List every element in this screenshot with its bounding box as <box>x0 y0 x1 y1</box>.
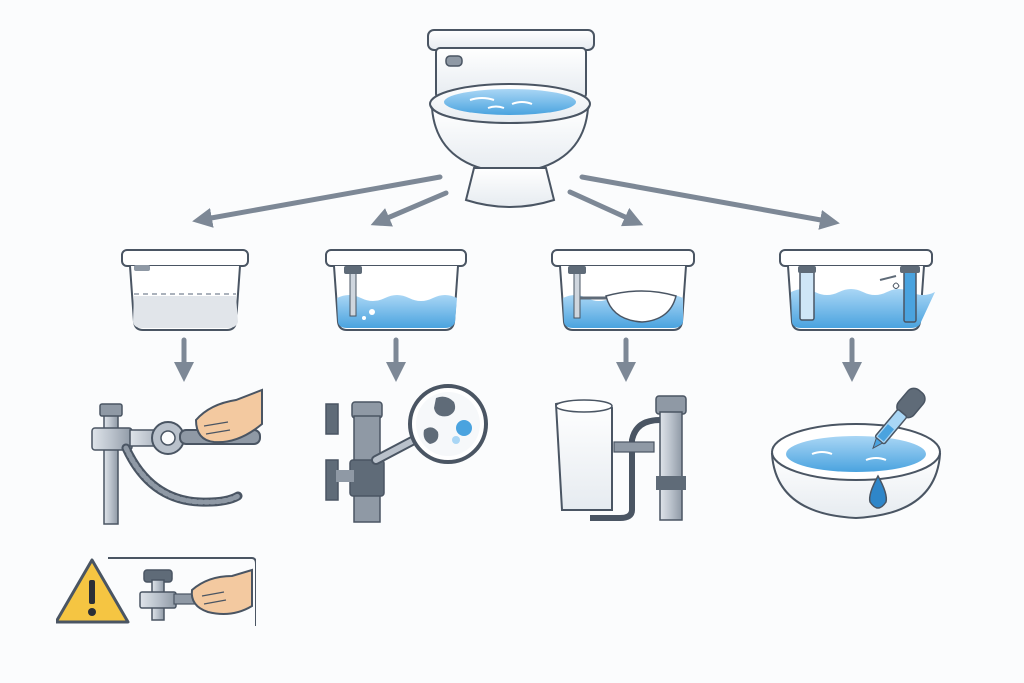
flush-handle-icon <box>445 55 463 67</box>
branch-arrow-1 <box>192 174 443 228</box>
float-ball-tank-icon <box>551 249 695 331</box>
branch-arrow-3 <box>567 189 644 227</box>
full-tank-overflow-icon <box>779 249 935 331</box>
dye-test-bowl-icon <box>770 387 942 520</box>
toilet-icon <box>427 29 595 208</box>
supply-line-pipe-icon <box>554 395 687 521</box>
empty-tank-icon <box>121 249 249 331</box>
branch-arrow-2 <box>370 190 449 227</box>
branch-arrow-4 <box>579 174 840 230</box>
down-arrows <box>174 337 862 382</box>
branch-arrows <box>192 174 840 230</box>
valve-hand-icon <box>139 568 253 621</box>
wrench-shutoff-valve-icon <box>91 388 263 525</box>
low-water-tank-icon <box>325 249 467 331</box>
magnifier-fill-valve-icon <box>325 384 488 523</box>
warning-inset <box>56 557 256 626</box>
warning-icon <box>56 558 130 624</box>
